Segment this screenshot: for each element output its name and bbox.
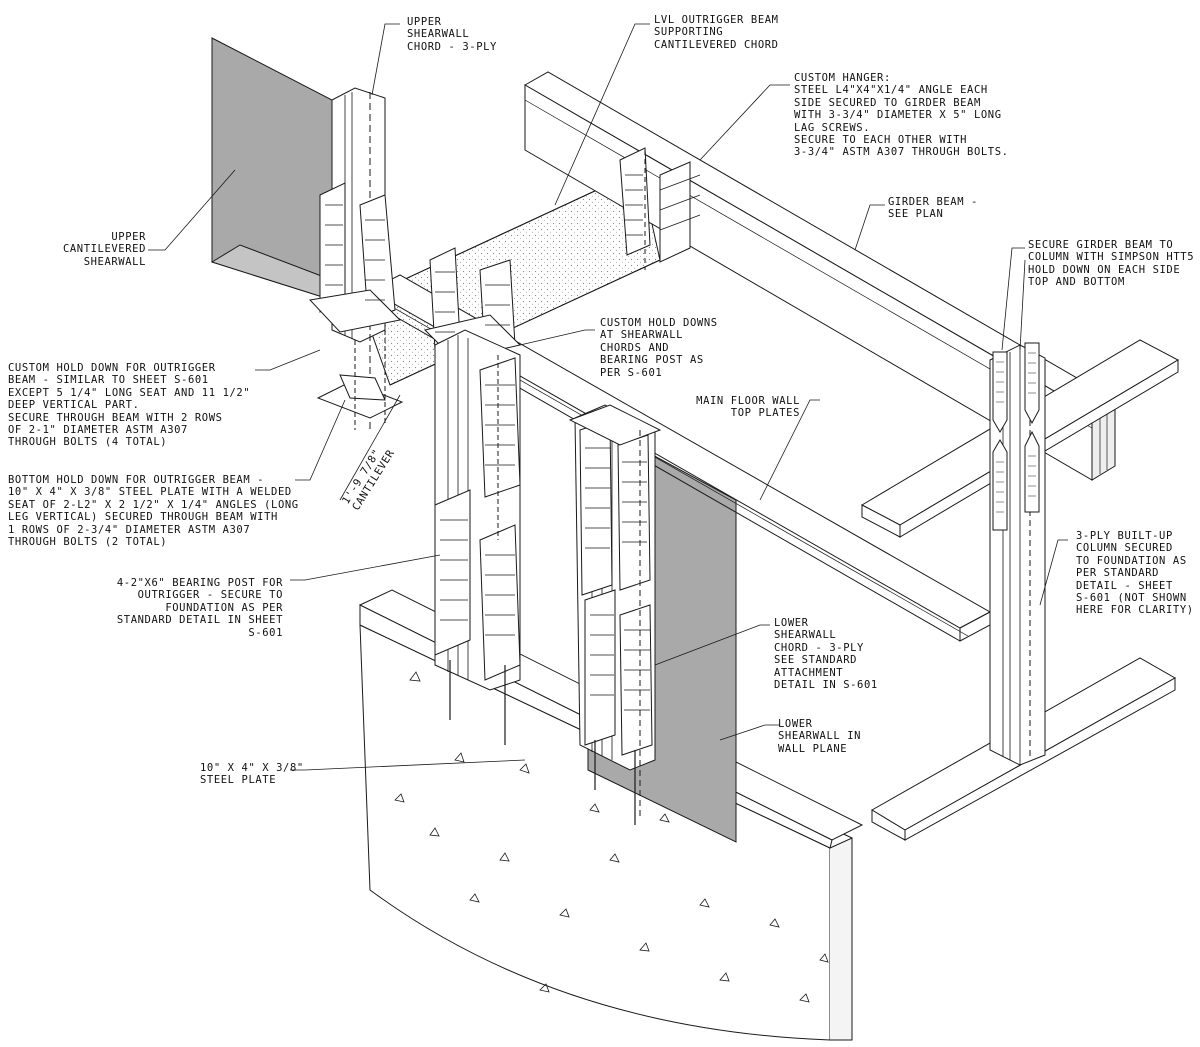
secure-girder-beam-label: SECURE GIRDER BEAM TO COLUMN WITH SIMPSO…: [1028, 239, 1195, 289]
custom-hold-down-outrigger-label: CUSTOM HOLD DOWN FOR OUTRIGGER BEAM - SI…: [8, 362, 251, 449]
girder-beam-label: GIRDER BEAM - SEE PLAN: [888, 196, 978, 221]
bottom-hold-down-label: BOTTOM HOLD DOWN FOR OUTRIGGER BEAM - 10…: [8, 474, 299, 549]
concrete-aggregate-marks: [394, 671, 829, 1003]
upper-cantilevered-shearwall-label: UPPER CANTILEVERED SHEARWALL: [62, 231, 146, 268]
custom-hanger-label: CUSTOM HANGER: STEEL L4"X4"X1/4" ANGLE E…: [794, 72, 1009, 159]
upper-shearwall-chord-label: UPPER SHEARWALL CHORD - 3-PLY: [407, 16, 497, 53]
custom-hold-downs-chords-label: CUSTOM HOLD DOWNS AT SHEARWALL CHORDS AN…: [600, 317, 718, 379]
bearing-post-label: 4-2"X6" BEARING POST FOR OUTRIGGER - SEC…: [116, 577, 283, 639]
steel-plate-label: 10" X 4" X 3/8" STEEL PLATE: [200, 762, 304, 787]
custom-hanger: [619, 147, 701, 270]
three-ply-column-label: 3-PLY BUILT-UP COLUMN SECURED TO FOUNDAT…: [1076, 530, 1194, 617]
main-floor-top-plates-label: MAIN FLOOR WALL TOP PLATES: [696, 395, 800, 420]
bearing-post: [434, 329, 521, 745]
lvl-outrigger-beam-label: LVL OUTRIGGER BEAM SUPPORTING CANTILEVER…: [654, 14, 779, 51]
bottom-hold-down-plate: [316, 330, 404, 430]
upper-chord-hold-downs: [308, 182, 402, 333]
upper-cantilevered-shearwall: [210, 37, 333, 301]
lower-shearwall-chord: [568, 404, 662, 825]
lower-shearwall-chord-label: LOWER SHEARWALL CHORD - 3-PLY SEE STANDA…: [774, 617, 878, 692]
simpson-htt5-hold-downs: [992, 342, 1040, 531]
lower-shearwall-plane-label: LOWER SHEARWALL IN WALL PLANE: [778, 718, 862, 755]
leader-lines: [148, 23, 1068, 771]
